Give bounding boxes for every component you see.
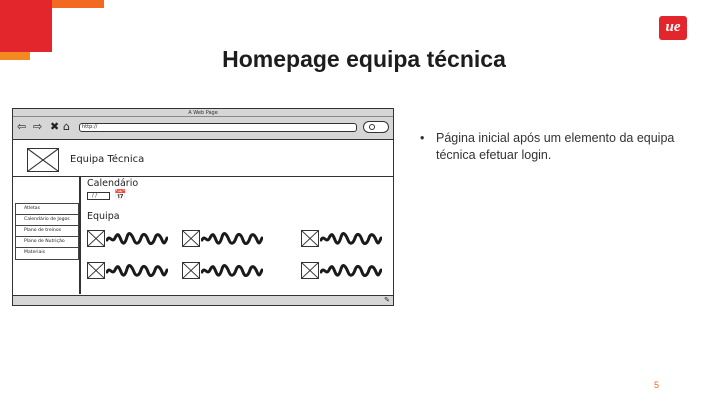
menu-item-atletas[interactable]: Atletas xyxy=(16,204,78,215)
orange-accent-bar xyxy=(0,0,104,8)
member-photo-placeholder xyxy=(182,262,200,279)
browser-titlebar: A Web Page xyxy=(13,109,393,117)
search-button[interactable] xyxy=(363,121,389,133)
menu-item-plano-treinos[interactable]: Plano de treinos xyxy=(16,226,78,237)
team-member-card[interactable] xyxy=(87,230,171,248)
home-icon[interactable]: ⌂ xyxy=(63,120,70,133)
member-photo-placeholder xyxy=(87,262,105,279)
calendar-label: Calendário xyxy=(87,178,139,189)
page-number: 5 xyxy=(654,380,660,390)
member-photo-placeholder xyxy=(182,230,200,247)
university-logo: ue xyxy=(659,16,687,40)
team-member-card[interactable] xyxy=(301,262,385,280)
team-member-card[interactable] xyxy=(87,262,171,280)
orange-accent-tab xyxy=(0,52,30,60)
sidebar-menu: Atletas Calendário de Jogos Plano de tre… xyxy=(15,203,79,260)
team-label: Equipa xyxy=(87,211,120,222)
close-icon[interactable]: ✖ xyxy=(50,120,60,133)
site-title: Equipa Técnica xyxy=(70,154,145,165)
member-photo-placeholder xyxy=(87,230,105,247)
member-photo-placeholder xyxy=(301,262,319,279)
red-accent-block xyxy=(0,0,52,52)
bullet-item: Página inicial após um elemento da equip… xyxy=(418,130,688,164)
member-name-scribble xyxy=(106,232,168,245)
team-member-card[interactable] xyxy=(301,230,385,248)
member-name-scribble xyxy=(201,232,263,245)
member-name-scribble xyxy=(201,264,263,277)
member-photo-placeholder xyxy=(301,230,319,247)
member-name-scribble xyxy=(320,264,382,277)
calendar-icon[interactable]: 📅 xyxy=(114,190,127,201)
browser-statusbar: ✎ xyxy=(13,295,393,305)
team-member-card[interactable] xyxy=(182,262,266,280)
menu-item-plano-nutricao[interactable]: Plano de Nutrição xyxy=(16,237,78,248)
logo-placeholder-image xyxy=(27,148,59,172)
forward-arrow-icon[interactable]: ⇨ xyxy=(33,120,43,133)
browser-toolbar: ⇦ ⇨ ✖ ⌂ http:// xyxy=(13,117,393,140)
pencil-icon: ✎ xyxy=(384,296,390,304)
search-icon xyxy=(369,124,375,130)
sidebar-divider xyxy=(79,177,81,294)
bullet-list: Página inicial após um elemento da equip… xyxy=(418,130,688,164)
member-name-scribble xyxy=(320,232,382,245)
slide-title: Homepage equipa técnica xyxy=(222,46,506,72)
site-header: Equipa Técnica xyxy=(13,141,393,177)
wireframe-browser-window: A Web Page ⇦ ⇨ ✖ ⌂ http:// Equipa Técnic… xyxy=(12,108,394,306)
menu-item-calendario-jogos[interactable]: Calendário de Jogos xyxy=(16,215,78,226)
url-field[interactable]: http:// xyxy=(79,123,357,132)
team-member-card[interactable] xyxy=(182,230,266,248)
menu-item-materiais[interactable]: Materiais xyxy=(24,250,46,255)
back-arrow-icon[interactable]: ⇦ xyxy=(17,120,27,133)
date-input[interactable]: / / xyxy=(87,192,110,200)
member-name-scribble xyxy=(106,264,168,277)
